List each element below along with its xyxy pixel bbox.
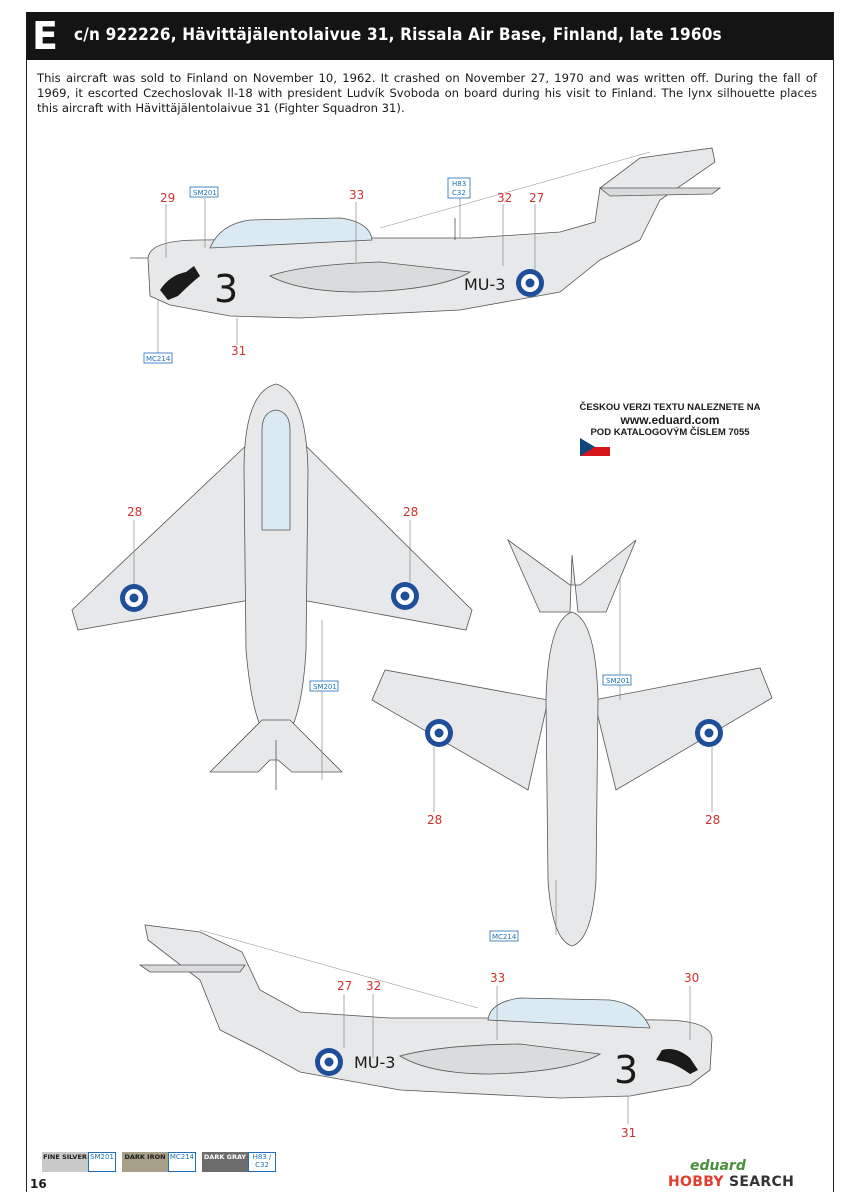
swatch-dark-gray-chip: DARK GRAY <box>202 1152 248 1172</box>
code-sm201-bottom: SM201 <box>606 677 630 685</box>
ref-31-right: 31 <box>621 1126 636 1140</box>
ref-32: 32 <box>497 191 512 205</box>
hobbysearch-logo: HOBBY SEARCH <box>668 1174 794 1190</box>
code-sm201-top: SM201 <box>313 683 337 691</box>
roundel-bottom-left <box>425 719 453 747</box>
profile-header: E c/n 922226, Hävittäjälentolaivue 31, R… <box>26 12 833 60</box>
profile-letter: E <box>32 14 58 58</box>
swatch-dark-gray-code: H83 / C32 <box>248 1152 276 1172</box>
lynx-emblem-right-icon <box>656 1049 698 1074</box>
czech-note-line1: ČESKOU VERZI TEXTU NALEZNETE NA <box>579 402 761 413</box>
code-mc214-left: MC214 <box>146 355 171 363</box>
ref-27: 27 <box>529 191 544 205</box>
profile-title: c/n 922226, Hävittäjälentolaivue 31, Ris… <box>74 25 722 45</box>
nose-number-right: 3 <box>614 1048 638 1092</box>
serial-right: MU-3 <box>354 1053 395 1072</box>
ref-33: 33 <box>349 188 364 202</box>
ref-32-right: 32 <box>366 979 381 993</box>
eduard-logo: eduard <box>690 1158 746 1174</box>
ref-28-top-left: 28 <box>127 505 142 519</box>
czech-note-line3: POD KATALOGOVÝM ČÍSLEM 7055 <box>590 427 750 438</box>
nose-number-left: 3 <box>214 267 238 311</box>
ref-27-right: 27 <box>337 979 352 993</box>
ref-33-right: 33 <box>490 971 505 985</box>
roundel-top-right <box>391 582 419 610</box>
ref-28-top-right: 28 <box>403 505 418 519</box>
swatch-fine-silver-code: SM201 <box>88 1152 116 1172</box>
code-c32: C32 <box>452 189 466 197</box>
roundel-bottom-right <box>695 719 723 747</box>
left-side-view <box>130 147 722 319</box>
page-number: 16 <box>30 1177 47 1191</box>
right-side-view <box>138 924 713 1099</box>
czech-note-url[interactable]: www.eduard.com <box>620 413 720 427</box>
bottom-view <box>371 538 773 947</box>
serial-left: MU-3 <box>464 275 505 294</box>
ref-29: 29 <box>160 191 175 205</box>
roundel-right-side <box>315 1048 343 1076</box>
profile-description: This aircraft was sold to Finland on Nov… <box>37 71 817 115</box>
ref-30-right: 30 <box>684 971 699 985</box>
hobby-word: HOBBY <box>668 1174 724 1190</box>
ref-28-bottom-left: 28 <box>427 813 442 827</box>
code-mc214-bottom: MC214 <box>492 933 517 941</box>
top-view <box>71 383 473 790</box>
code-sm201-left: SM201 <box>193 189 217 197</box>
page-border-right <box>833 12 834 1192</box>
ref-31: 31 <box>231 344 246 358</box>
czech-flag-icon <box>580 438 610 456</box>
code-h83: H83 <box>452 180 466 188</box>
ref-28-bottom-right: 28 <box>705 813 720 827</box>
page-border-left <box>26 12 27 1192</box>
swatch-dark-iron-chip: DARK IRON <box>122 1152 168 1172</box>
czech-note: ČESKOU VERZI TEXTU NALEZNETE NA www.edua… <box>560 402 780 438</box>
swatch-fine-silver-chip: FINE SILVER <box>42 1152 88 1172</box>
swatch-dark-iron-code: MC214 <box>168 1152 196 1172</box>
search-word: SEARCH <box>729 1174 795 1190</box>
roundel-top-left <box>120 584 148 612</box>
lynx-emblem-icon <box>160 266 200 300</box>
roundel-left-side <box>516 269 544 297</box>
